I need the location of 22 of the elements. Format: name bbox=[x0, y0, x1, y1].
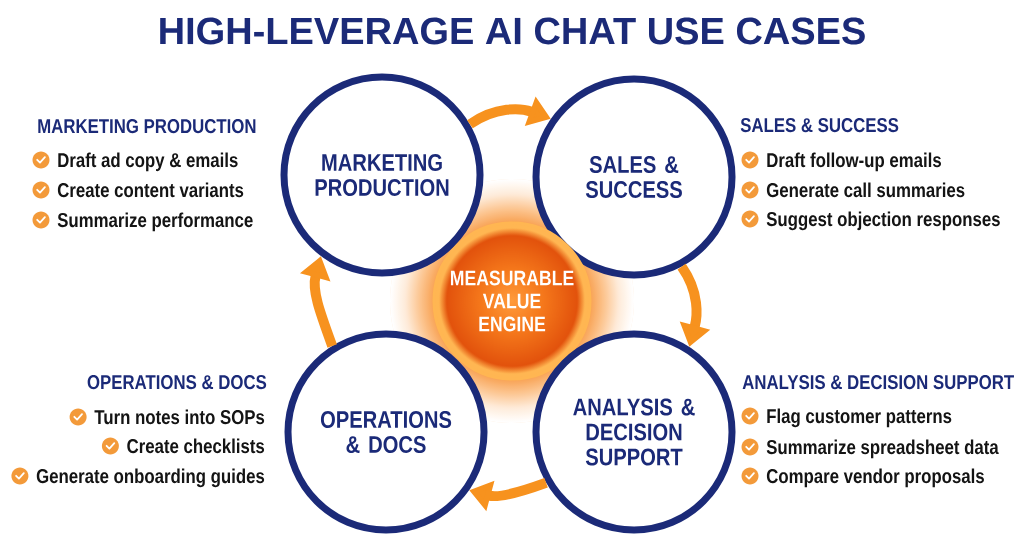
list-item: Suggest objection responses bbox=[766, 211, 1000, 231]
circle-label: ANALYSIS & DECISION SUPPORT bbox=[573, 398, 695, 466]
list-heading: ANALYSIS & DECISION SUPPORT bbox=[742, 375, 1014, 390]
circle-label: MARKETING PRODUCTION bbox=[315, 154, 449, 196]
list-item: Summarize performance bbox=[57, 212, 253, 232]
list-item: Compare vendor proposals bbox=[766, 468, 984, 488]
list-heading: SALES & SUCCESS bbox=[740, 118, 899, 133]
list-item: Turn notes into SOPs bbox=[94, 409, 265, 425]
list-heading: OPERATIONS & DOCS bbox=[87, 375, 267, 390]
title: HIGH-LEVERAGE AI CHAT USE CASES bbox=[160, 17, 865, 45]
circle-label: OPERATIONS & DOCS bbox=[320, 411, 452, 453]
list-item: Generate onboarding guides bbox=[36, 468, 265, 488]
list-heading: MARKETING PRODUCTION bbox=[38, 119, 256, 134]
list-item: Summarize spreadsheet data bbox=[766, 439, 999, 459]
list-item: Flag customer patterns bbox=[767, 408, 952, 428]
list-item: Draft follow-up emails bbox=[767, 152, 941, 172]
list-item: Create content variants bbox=[57, 182, 244, 198]
list-item: Generate call summaries bbox=[766, 182, 965, 198]
list-item: Create checklists bbox=[127, 438, 265, 454]
circle-label: SALES & SUCCESS bbox=[585, 156, 682, 198]
hub-label: MEASURABLE VALUE ENGINE bbox=[450, 270, 574, 332]
list-item: Draft ad copy & emails bbox=[58, 152, 238, 172]
